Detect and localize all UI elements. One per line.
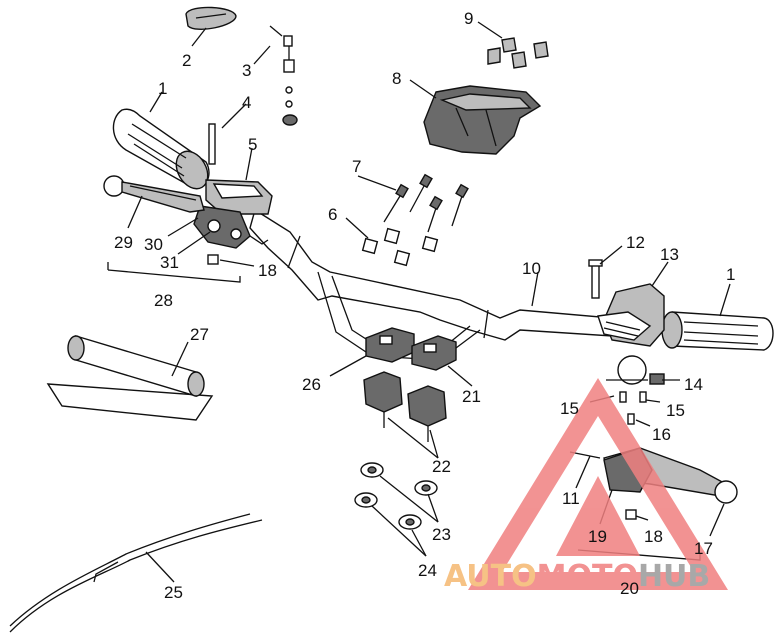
callout-11: 11 (562, 489, 580, 508)
callout-30: 30 (144, 235, 163, 254)
callout-18-left: 18 (258, 261, 277, 280)
callout-8: 8 (392, 69, 401, 88)
cable-25 (9, 513, 263, 633)
callout-19: 19 (588, 527, 607, 546)
left-brake-lever (103, 175, 205, 213)
right-small-parts (619, 391, 647, 520)
callout-15-left: 15 (560, 399, 579, 418)
switch-14 (606, 355, 665, 385)
callout-12: 12 (626, 233, 645, 252)
bolt-12 (588, 259, 603, 299)
callout-24: 24 (418, 561, 437, 580)
callout-16: 16 (652, 425, 671, 444)
callout-6: 6 (328, 205, 337, 224)
callout-20: 20 (620, 579, 639, 598)
bolts-7 (383, 173, 469, 233)
callout-15-right: 15 (666, 401, 685, 420)
callout-9: 9 (464, 9, 473, 28)
callout-28: 28 (154, 291, 173, 310)
callout-5: 5 (248, 135, 257, 154)
callout-4: 4 (242, 93, 251, 112)
bracket-28 (107, 269, 241, 283)
right-grip (661, 311, 774, 351)
callout-7: 7 (352, 157, 361, 176)
cap-part-2 (185, 6, 237, 30)
clips-9 (487, 37, 549, 69)
handlebar-pad-8 (423, 85, 542, 155)
callout-1-left: 1 (158, 79, 167, 98)
callout-21: 21 (462, 387, 481, 406)
roll-27 (46, 335, 214, 421)
callout-31: 31 (160, 253, 179, 272)
callout-23: 23 (432, 525, 451, 544)
callout-2: 2 (182, 51, 191, 70)
clamps-26 (365, 327, 457, 371)
callout-labels: 1 2 3 4 5 6 7 8 9 10 11 12 13 1 14 15 15… (114, 9, 735, 602)
callout-26: 26 (302, 375, 321, 394)
callout-22: 22 (432, 457, 451, 476)
callout-29: 29 (114, 233, 133, 252)
callout-27: 27 (190, 325, 209, 344)
watermark-word-auto: AUTOMOTOHUB (444, 559, 710, 594)
leader-lines (127, 21, 731, 583)
callout-13: 13 (660, 245, 679, 264)
nuts-6 (361, 227, 439, 267)
callout-3: 3 (242, 61, 251, 80)
callout-10: 10 (522, 259, 541, 278)
callout-14: 14 (684, 375, 703, 394)
callout-1-right: 1 (726, 265, 735, 284)
left-grip (112, 108, 210, 190)
watermark-triangle (468, 378, 728, 590)
screw-set-3 (269, 25, 298, 126)
watermark-logo: AUTOMOTOHUB (444, 378, 728, 594)
left-parts-small (207, 254, 219, 265)
throttle-housing (597, 283, 665, 347)
washers-23-24 (354, 462, 438, 530)
risers-22 (363, 371, 447, 442)
callout-18-right: 18 (644, 527, 663, 546)
master-cylinder (193, 179, 273, 249)
callout-25: 25 (164, 583, 183, 602)
callout-17: 17 (694, 539, 713, 558)
handlebar (249, 208, 613, 361)
pin-4 (208, 123, 216, 165)
